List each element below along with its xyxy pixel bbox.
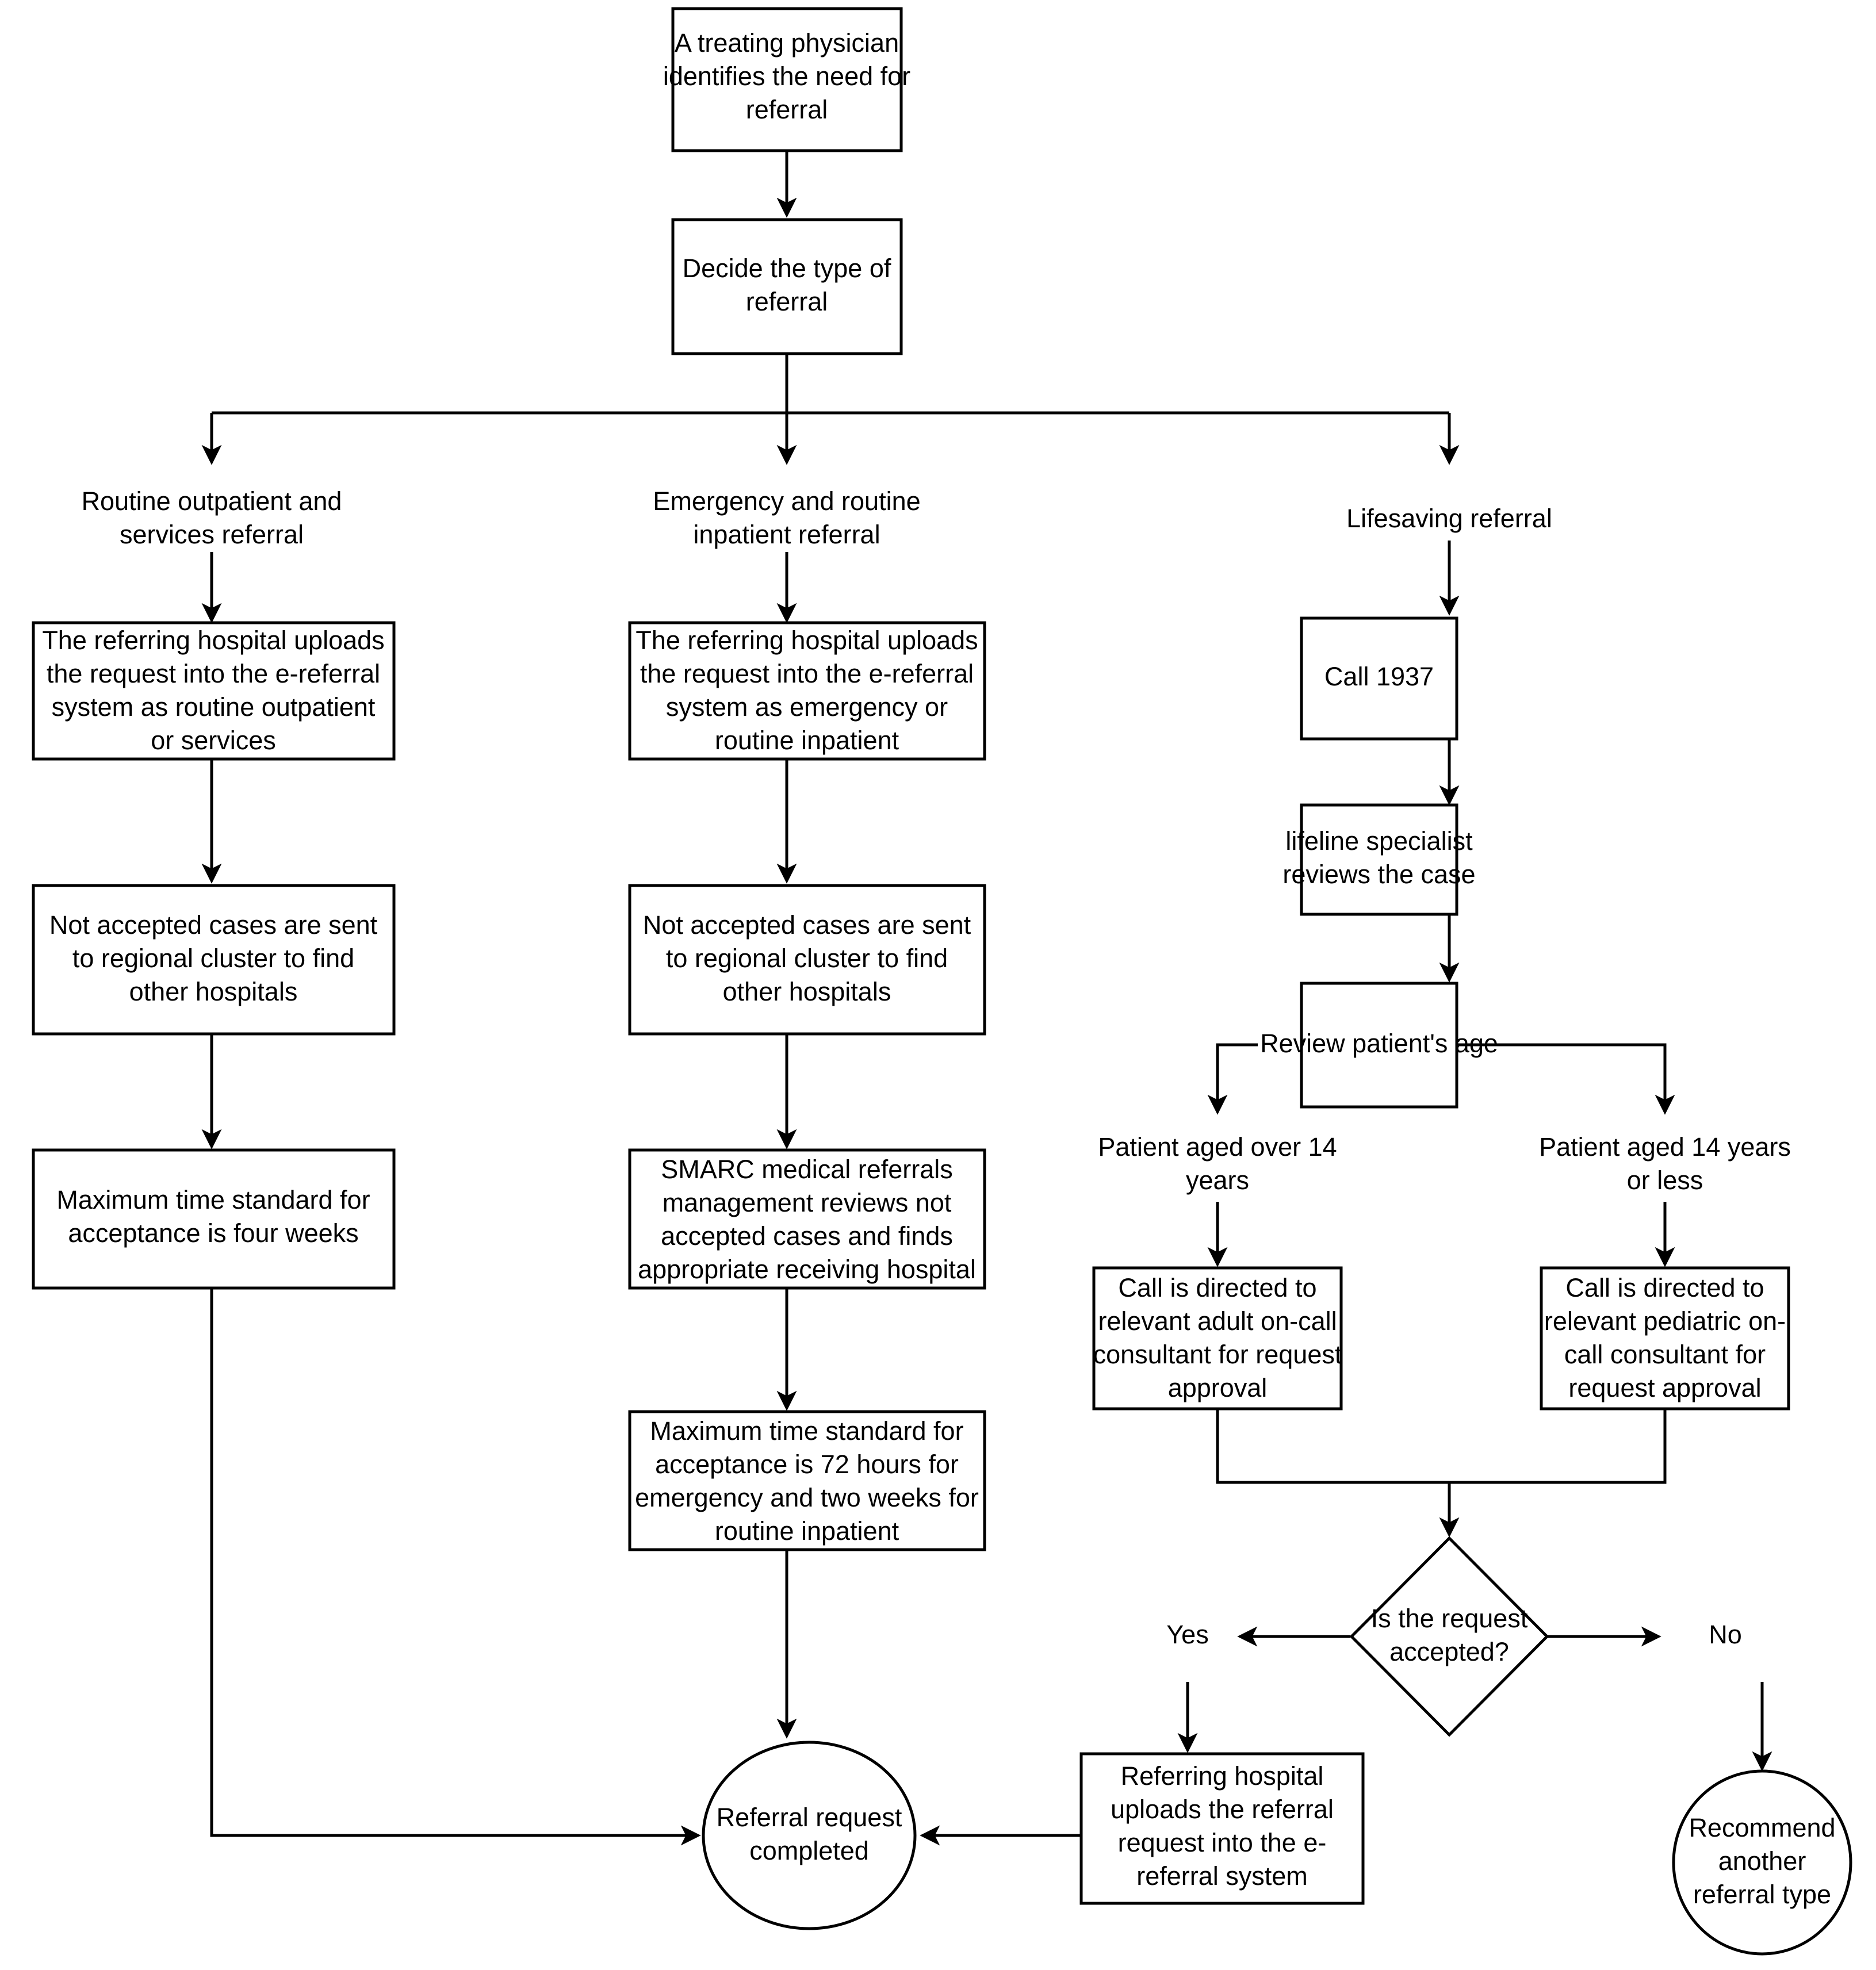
node-start-shape[interactable] — [671, 7, 903, 152]
edge-timestandard-to-completed — [210, 1288, 701, 1846]
edge-reviewage-to-under14 — [1398, 1043, 1675, 1115]
no-label-text: No — [1709, 1620, 1742, 1649]
node-time-standard-left-shape[interactable] — [32, 1148, 396, 1290]
node-request-accepted-shape[interactable] — [1349, 1536, 1549, 1737]
node-referral-completed-shape[interactable] — [702, 1741, 917, 1930]
connectors — [201, 151, 1772, 1846]
edge-pediatric-to-merge — [1449, 1409, 1667, 1484]
node-call-1937-shape[interactable] — [1300, 616, 1458, 741]
node-upload-routine-shape[interactable] — [32, 621, 396, 761]
edge-adult-to-merge — [1216, 1409, 1449, 1484]
yes-label-text: Yes — [1166, 1620, 1208, 1649]
node-no-label: No — [1709, 1620, 1742, 1649]
node-review-age-shape[interactable] — [1300, 982, 1458, 1109]
node-adult-consultant-shape[interactable] — [1092, 1266, 1343, 1411]
edge-reviewage-to-over14 — [1207, 1043, 1258, 1115]
node-review-age-label: Review patient's age — [1260, 1029, 1498, 1058]
node-pediatric-consultant-shape[interactable] — [1540, 1266, 1790, 1411]
node-yes-label: Yes — [1166, 1620, 1208, 1649]
node-recommend-another-shape[interactable] — [1672, 1769, 1852, 1956]
node-lifeline-specialist-shape[interactable] — [1300, 803, 1458, 916]
node-review-age[interactable]: Review patient's age — [1260, 982, 1498, 1109]
node-not-accepted-mid-shape[interactable] — [628, 884, 986, 1036]
node-call-1937[interactable]: Call 1937 — [1300, 616, 1458, 741]
node-upload-after-accept-shape[interactable] — [1079, 1752, 1365, 1905]
node-upload-emergency-shape[interactable] — [628, 621, 986, 761]
branch-label-lifesaving-text: Lifesaving referral — [1346, 504, 1552, 533]
node-call-1937-label: Call 1937 — [1324, 662, 1434, 691]
node-smarc-review-shape[interactable] — [628, 1148, 986, 1290]
node-not-accepted-left-shape[interactable] — [32, 884, 396, 1036]
node-decide-type-shape[interactable] — [671, 218, 903, 355]
node-time-standard-mid-shape[interactable] — [628, 1410, 986, 1551]
node-branch-label-lifesaving: Lifesaving referral — [1346, 504, 1552, 533]
